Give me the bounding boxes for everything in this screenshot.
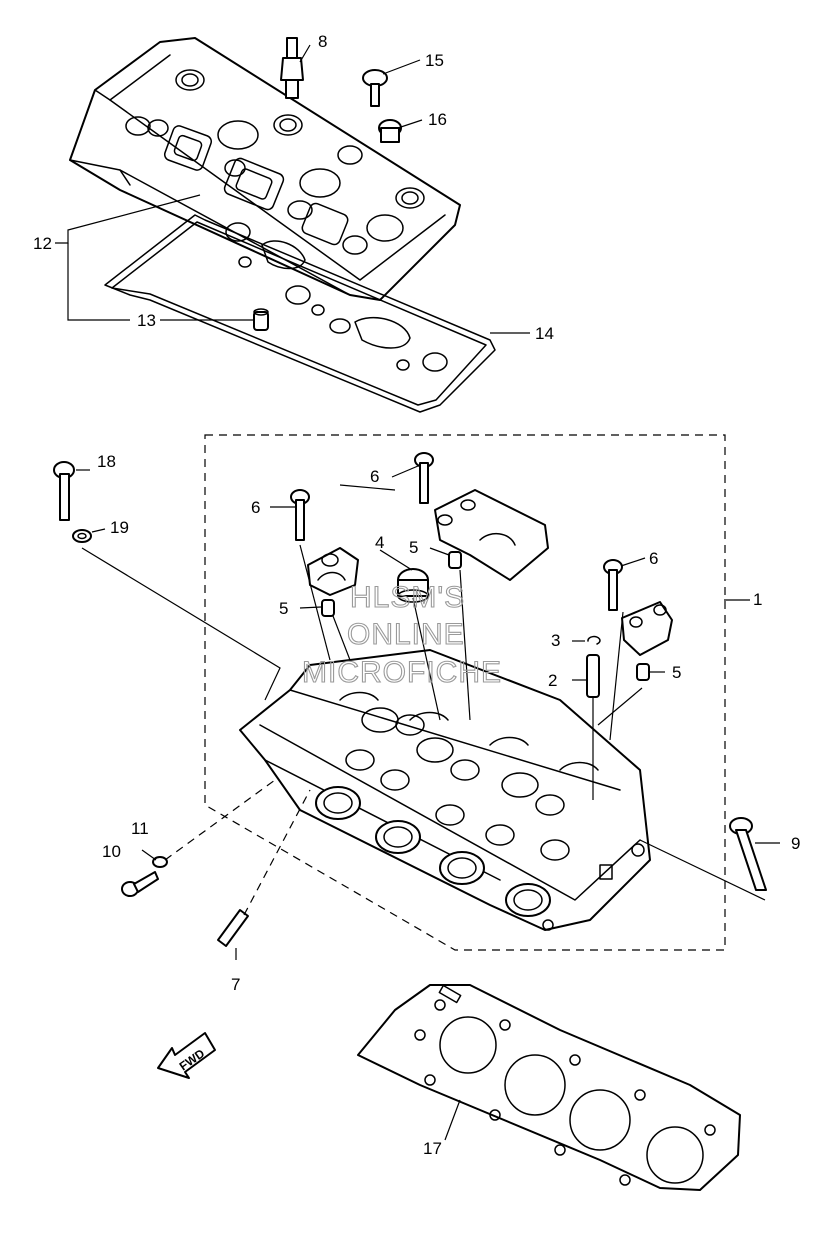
spark-plug — [280, 37, 304, 99]
long-bolt-9 — [729, 817, 767, 891]
oil-control-part-4 — [397, 568, 429, 603]
callout-11: 11 — [131, 819, 149, 838]
callout-12: 12 — [33, 234, 52, 253]
callout-10: 10 — [102, 842, 121, 861]
callout-5-right: 5 — [672, 663, 681, 682]
callout-labels: 8 15 16 12 13 14 18 19 6 6 4 5 6 1 5 3 2… — [33, 32, 800, 1158]
washer-11 — [152, 856, 168, 868]
callout-14: 14 — [535, 324, 554, 343]
callout-15: 15 — [425, 51, 444, 70]
callout-2: 2 — [548, 671, 557, 690]
callout-18: 18 — [97, 452, 116, 471]
dowel-5-right — [636, 663, 650, 681]
callout-5-left: 5 — [279, 599, 288, 618]
grommet-16 — [378, 119, 402, 143]
head-bolt-18 — [53, 461, 75, 521]
callout-6-right: 6 — [649, 549, 658, 568]
watermark-line-3: MICROFICHE — [302, 656, 502, 689]
cap-bolt-6-right — [603, 559, 623, 611]
cylinder-head-gasket — [357, 984, 741, 1191]
callout-8: 8 — [318, 32, 327, 51]
callout-6-left: 6 — [251, 498, 260, 517]
cylinder-head — [239, 649, 651, 931]
callout-3: 3 — [551, 631, 560, 650]
callout-9: 9 — [791, 834, 800, 853]
callout-16: 16 — [428, 110, 447, 129]
cap-bolt-6-left — [290, 489, 310, 541]
camshaft-cap-right — [621, 601, 673, 656]
forward-direction-arrow: FWD — [157, 1032, 216, 1079]
head-cover-gasket — [104, 214, 496, 413]
watermark-line-1: HLSM'S — [350, 581, 465, 614]
cover-bolt-15 — [362, 69, 388, 107]
cylinder-head-cover — [69, 37, 461, 301]
camshaft-cap-center — [434, 489, 549, 581]
callout-13: 13 — [137, 311, 156, 330]
callout-5-center: 5 — [409, 538, 418, 557]
valve-guide-2 — [586, 654, 600, 698]
circlip-3 — [587, 635, 601, 645]
callout-19: 19 — [110, 518, 129, 537]
callout-6-center: 6 — [370, 467, 379, 486]
callout-17: 17 — [423, 1139, 442, 1158]
watermark-line-2: ONLINE — [347, 618, 465, 651]
watermark: HLSM'S ONLINE MICROFICHE — [301, 580, 502, 689]
stud-7 — [217, 909, 249, 947]
callout-4: 4 — [375, 533, 384, 552]
dowel-5-center — [448, 551, 462, 569]
leader-lines — [55, 44, 780, 1141]
cap-bolt-6-center — [414, 452, 434, 504]
assembly-group-outline — [204, 434, 726, 951]
callout-7: 7 — [231, 975, 240, 994]
dowel-13 — [253, 308, 269, 331]
callout-1: 1 — [753, 590, 762, 609]
washer-19 — [72, 529, 92, 543]
dowel-5-left — [321, 599, 335, 617]
bolt-10 — [121, 871, 159, 897]
